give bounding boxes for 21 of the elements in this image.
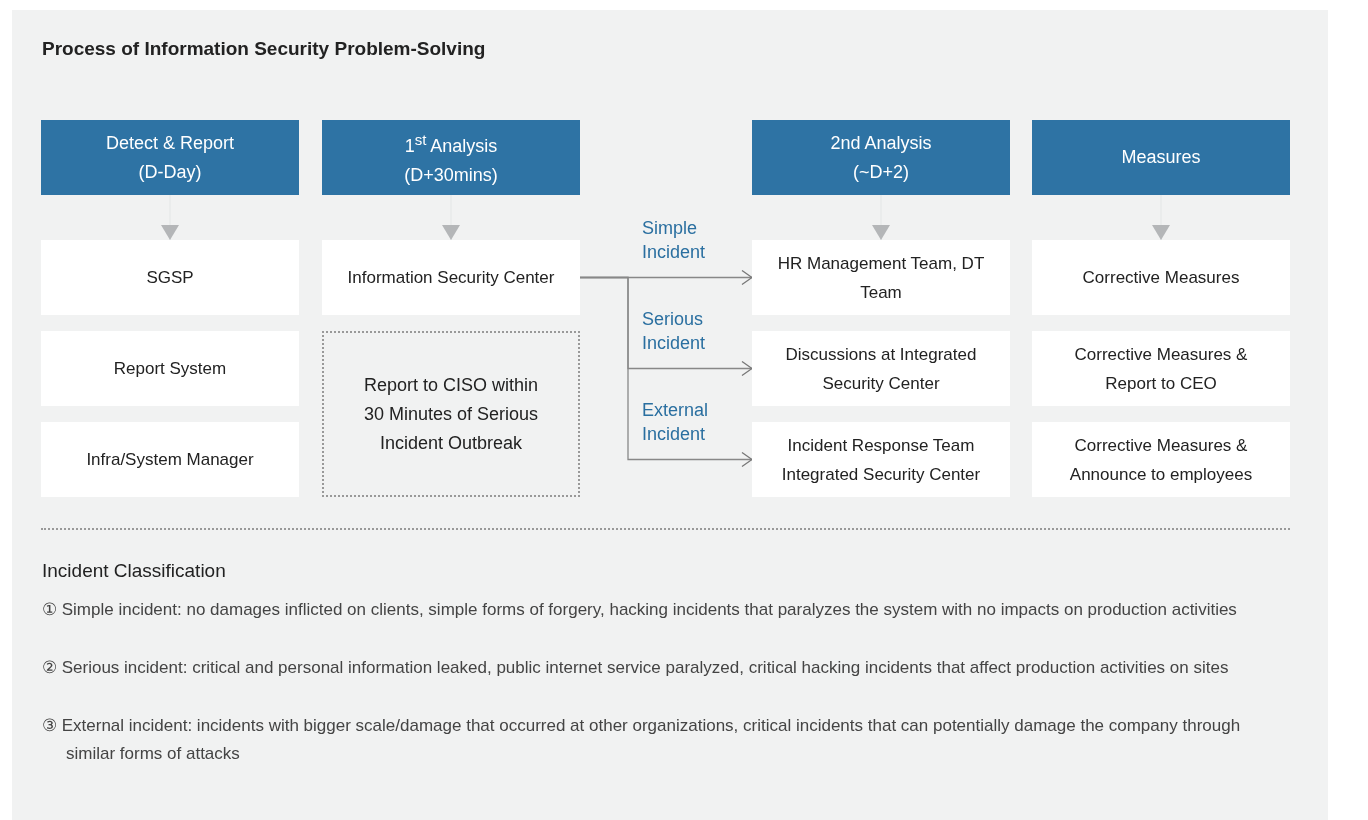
note-text: ① Simple incident: no damages inflicted on clients, simple forms of forgery, hacking incidents that paralyzes the system with no impacts on production activities bbox=[42, 599, 1238, 621]
process-box: Infra/System Manager bbox=[41, 422, 299, 497]
process-box: Corrective Measures & Report to CEO bbox=[1032, 331, 1290, 406]
note-text: ② Serious incident: critical and personal information leaked, public internet service paralyzed, critical hacking incidents that affect production activities on sites bbox=[42, 657, 1230, 679]
process-box: Information Security Center bbox=[322, 240, 580, 315]
note-box: Report to CISO within 30 Minutes of Serious Incident Outbreak bbox=[322, 331, 580, 497]
process-box: HR Management Team, DT Team bbox=[752, 240, 1010, 315]
process-box: Discussions at Integrated Security Center bbox=[752, 331, 1010, 406]
section-heading: Incident Classification bbox=[42, 560, 226, 582]
process-box: Incident Response Team Integrated Security Center bbox=[752, 422, 1010, 497]
process-box: Corrective Measures bbox=[1032, 240, 1290, 315]
arrow bbox=[579, 276, 753, 468]
process-box: Corrective Measures & Announce to employees bbox=[1032, 422, 1290, 497]
note-text: ③ External incident: incidents with bigger scale/damage that occurred at other organizations, critical incidents that can potentially damage the company through similar forms of attacks bbox=[42, 715, 1242, 765]
column-header: Detect & Report (D-Day) bbox=[41, 120, 299, 195]
column-header: Measures bbox=[1032, 120, 1290, 195]
process-box: Report System bbox=[41, 331, 299, 406]
diagram-title: Process of Information Security Problem-Solving bbox=[42, 38, 486, 60]
column-header: 2nd Analysis (~D+2) bbox=[752, 120, 1010, 195]
process-box: SGSP bbox=[41, 240, 299, 315]
column-header: 1$^{st}$ Analysis (D+30mins) bbox=[322, 120, 580, 195]
